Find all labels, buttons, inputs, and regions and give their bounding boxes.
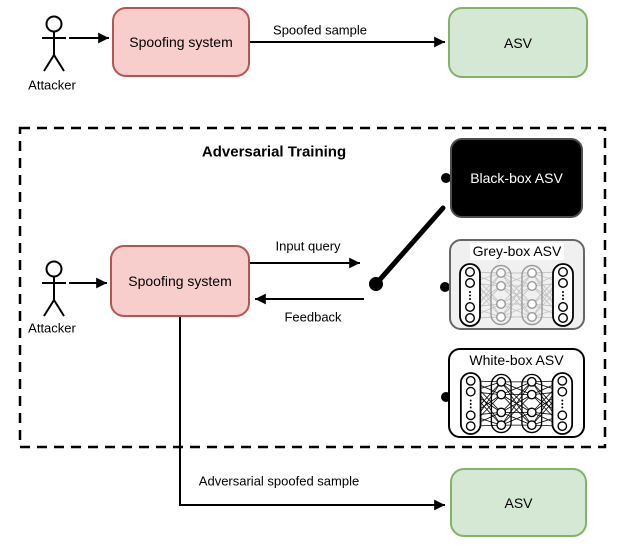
arrow-adversarial-spoofed-sample xyxy=(179,317,445,511)
spoofing-system-box-top: Spoofing system xyxy=(112,7,250,77)
grey-box-neural-network-graphic xyxy=(459,263,574,327)
switch-lever xyxy=(373,205,446,287)
adversarial-training-title: Adversarial Training xyxy=(201,143,347,161)
spoofing-system-box-training: Spoofing system xyxy=(110,245,250,317)
spoofed-sample-label: Spoofed sample xyxy=(273,22,367,38)
feedback-label: Feedback xyxy=(284,309,342,325)
black-box-terminal-dot xyxy=(441,173,451,183)
asv-box-bottom: ASV xyxy=(450,468,587,537)
switch-pivot-dot xyxy=(369,277,383,291)
white-box-neural-network-graphic xyxy=(459,372,573,435)
white-box-asv: White-box ASV xyxy=(448,348,585,438)
spoofing-system-label-top: Spoofing system xyxy=(129,34,233,50)
grey-box-terminal-dot xyxy=(440,282,450,292)
grey-box-asv: Grey-box ASV xyxy=(449,239,585,330)
asv-selector-switch xyxy=(369,173,451,402)
spoofing-system-label-training: Spoofing system xyxy=(128,273,232,289)
adversarial-spoofed-sample-label: Adversarial spoofed sample xyxy=(198,473,360,489)
adversarial-training-border xyxy=(18,126,607,449)
white-box-asv-label: White-box ASV xyxy=(469,352,564,368)
attacker-stick-figure-training xyxy=(42,260,66,317)
black-box-asv: Black-box ASV xyxy=(450,138,583,218)
grey-box-asv-label: Grey-box ASV xyxy=(469,243,565,260)
input-query-label: Input query xyxy=(275,238,341,254)
attacker-stick-figure-top xyxy=(42,15,66,72)
attacker-label-training: Attacker xyxy=(28,320,76,336)
attacker-label-top: Attacker xyxy=(28,77,76,93)
asv-label-top: ASV xyxy=(503,34,532,51)
asv-box-top: ASV xyxy=(448,7,588,78)
asv-label-bottom: ASV xyxy=(504,494,533,511)
black-box-asv-label: Black-box ASV xyxy=(470,170,563,186)
